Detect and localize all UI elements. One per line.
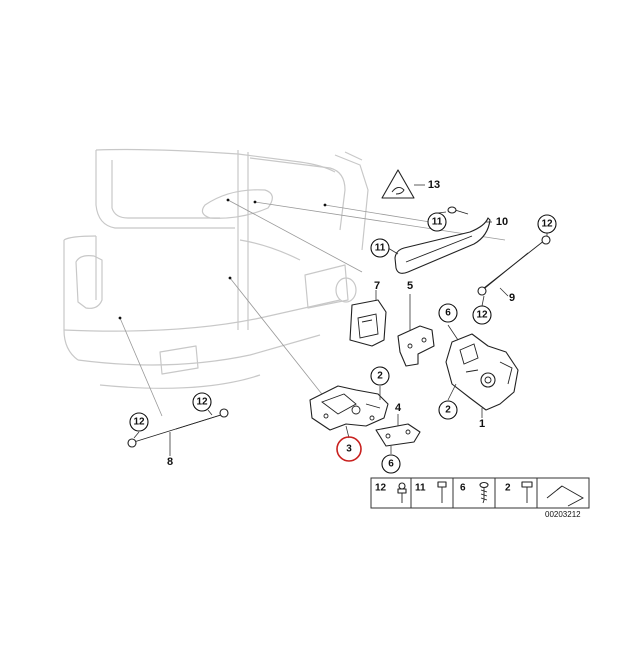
callout-label: 2 [445, 405, 451, 416]
callout-2-lower: 2 [438, 400, 458, 420]
callout-label: 3 [346, 444, 352, 455]
gas-strut-part-8 [127, 408, 229, 456]
part-number-5: 5 [407, 280, 413, 292]
hardware-legend: 12 11 6 2 [370, 477, 590, 509]
legend-item-6: 6 [460, 483, 466, 494]
part-number-9: 9 [509, 292, 515, 304]
screw-icon [479, 481, 489, 504]
part-number-1: 1 [479, 418, 485, 430]
callout-12-mid: 12 [472, 305, 492, 325]
torx-bolt-icon [521, 481, 533, 503]
callout-label: 2 [377, 371, 383, 382]
callout-label: 11 [432, 217, 443, 228]
callout-label: 6 [388, 459, 394, 470]
callout-11-lower: 11 [370, 238, 390, 258]
callout-6-upper: 6 [438, 303, 458, 323]
callout-label: 12 [196, 397, 208, 408]
handle-part-10 [394, 206, 492, 274]
callout-label: 12 [476, 310, 488, 321]
callout-label: 6 [445, 308, 451, 319]
part-number-4: 4 [395, 402, 402, 414]
callout-leaders [133, 211, 548, 439]
callout-6-lower: 6 [381, 454, 401, 474]
legend-item-11: 11 [415, 483, 426, 494]
striker-plate-part-4 [375, 414, 421, 454]
part-number-7: 7 [374, 280, 380, 292]
vehicle-rear-outline [63, 148, 369, 389]
figure-id: 00203212 [545, 510, 581, 519]
callout-3-highlighted: 3 [336, 436, 362, 462]
callout-11-upper: 11 [427, 212, 447, 232]
callout-12-top-right: 12 [537, 214, 557, 234]
latch-part-3 [309, 385, 389, 431]
callout-label: 12 [133, 417, 145, 428]
callout-12-left-a: 12 [129, 412, 149, 432]
lock-mechanism-part-1 [445, 333, 519, 418]
legend-item-2: 2 [505, 483, 511, 494]
callout-label: 12 [541, 219, 553, 230]
hinge-plate-part-5 [397, 294, 435, 367]
callout-12-left-b: 12 [192, 392, 212, 412]
ball-stud-icon [397, 482, 407, 503]
callout-2-mid: 2 [370, 366, 390, 386]
bracket-part-7 [349, 290, 387, 347]
part-number-8: 8 [167, 456, 173, 468]
gas-strut-part-9 [477, 235, 551, 297]
part-number-10: 10 [496, 216, 508, 228]
bolt-icon [437, 481, 447, 503]
warning-label-part-13 [381, 169, 425, 199]
pointer-arrow-icon [546, 485, 584, 507]
callout-label: 11 [375, 243, 386, 254]
legend-item-12: 12 [375, 483, 387, 494]
part-number-13: 13 [428, 179, 440, 191]
